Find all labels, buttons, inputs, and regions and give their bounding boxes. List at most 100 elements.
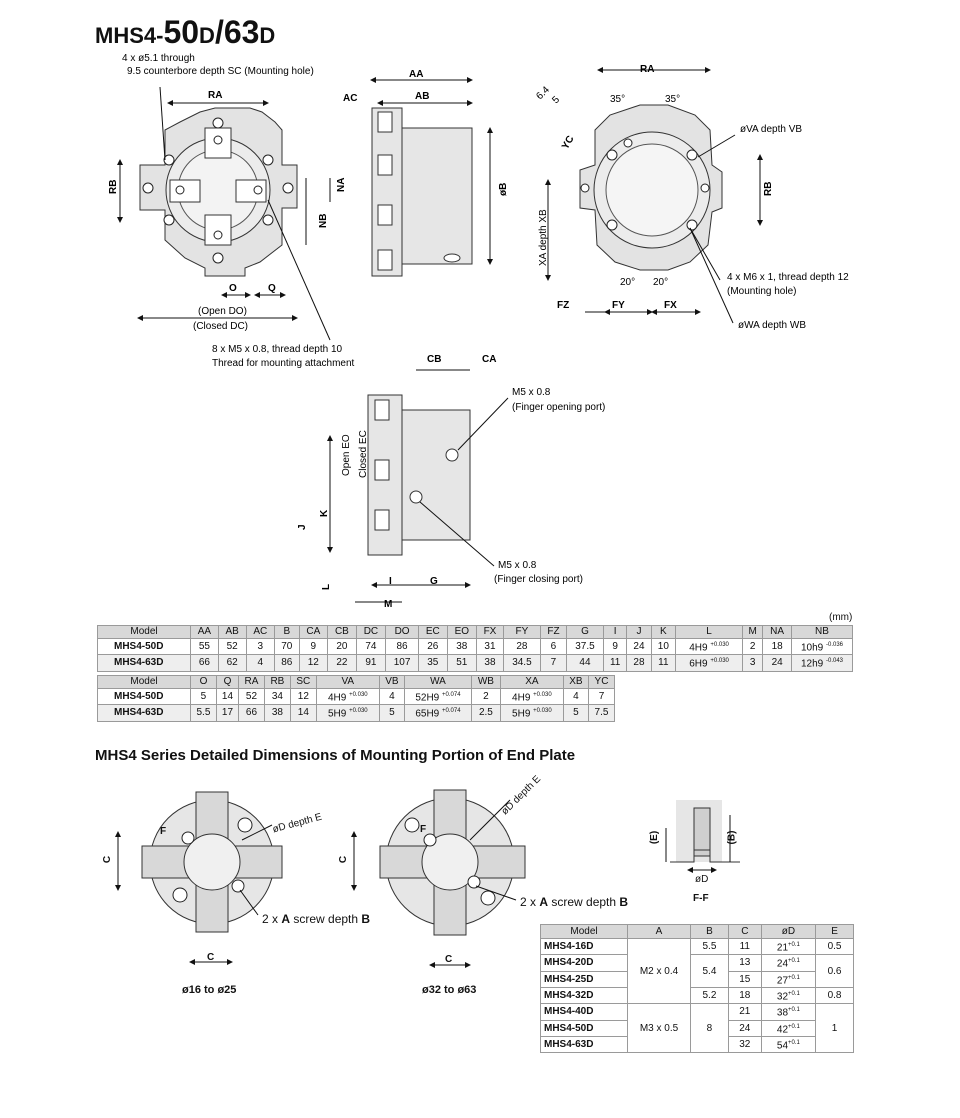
- technical-drawings-top: 4 x ø5.1 through 9.5 counterbore depth S…: [108, 53, 849, 610]
- table-cell: 12: [289, 687, 317, 706]
- large-plate-f-label: F: [420, 824, 427, 835]
- table-header-row: Model O Q RA RB SC VA VB WA WB XA XB YC: [97, 675, 615, 689]
- dimension-table-2: Model O Q RA RB SC VA VB WA WB XA XB YC …: [97, 675, 615, 722]
- small-plate-c-label: C: [102, 855, 114, 864]
- table-cell: 5H9 +0.030: [499, 704, 564, 722]
- col-header: RA: [238, 675, 265, 689]
- screw-prefix: 2 x: [520, 895, 540, 909]
- table-cell: 5.5: [690, 937, 729, 956]
- tolerance-base: 52H9: [415, 692, 440, 704]
- table-cell: 70: [274, 637, 300, 656]
- tolerance-upper: +0.030: [349, 708, 368, 715]
- table-cell: 0.5: [815, 937, 854, 956]
- rear-fx-label: FX: [664, 300, 677, 311]
- table-cell: 8: [690, 1003, 729, 1054]
- table-cell: 0.6: [815, 954, 854, 988]
- table-cell: 65H9 +0.074: [403, 704, 472, 722]
- table-cell: 4: [245, 654, 276, 672]
- port-close-callout-1: M5 x 0.8: [498, 560, 537, 571]
- section-title: MHS4 Series Detailed Dimensions of Mount…: [95, 747, 576, 764]
- table-cell: 5: [378, 704, 405, 722]
- rear-angle-20a: 20°: [620, 277, 635, 288]
- table-cell: MHS4-40D: [540, 1003, 628, 1021]
- table-row: MHS4-63D 66 62 4 86 12 22 91 107 35 51 3…: [97, 654, 853, 672]
- tolerance-base: 6H9: [689, 658, 708, 670]
- table-cell: M2 x 0.4: [627, 937, 691, 1005]
- table-cell: 66: [238, 704, 265, 722]
- end-plate-table: Model A B C øD E MHS4-16D M2 x 0.4 5.5 1…: [540, 924, 854, 1054]
- front-q-label: Q: [268, 283, 276, 294]
- table-cell: 4H9 +0.030: [675, 637, 744, 656]
- rear-view-drawing: [545, 67, 763, 324]
- front-hole-callout-1: 4 x ø5.1 through: [122, 53, 195, 64]
- large-plate-c-bottom: C: [445, 954, 453, 965]
- table-cell: 52: [238, 687, 265, 706]
- side-ab-label: AB: [415, 91, 429, 102]
- table-cell: 4H9 +0.030: [499, 687, 564, 706]
- tolerance-base: 4H9: [512, 692, 531, 704]
- d-tol: +0.1: [788, 958, 800, 965]
- rear-dim-5: 5: [550, 94, 562, 106]
- col-header: AC: [245, 625, 276, 639]
- table-cell: MHS4-63D: [540, 1035, 628, 1054]
- table-cell: 52H9 +0.074: [403, 687, 472, 706]
- rear-mount-callout-1: 4 x M6 x 1, thread depth 12: [727, 272, 849, 283]
- rear-angle-35a: 35°: [610, 94, 625, 105]
- table-cell: 32+0.1: [760, 986, 817, 1005]
- d-value: 21: [776, 942, 789, 954]
- tolerance-base: 12h9: [800, 658, 824, 670]
- table-cell: 5: [562, 704, 590, 722]
- tolerance-lower: -0.043: [826, 658, 844, 665]
- section-ff-label: F-F: [693, 893, 709, 904]
- small-plate-screw-label: 2 x A screw depth B: [262, 912, 370, 926]
- tolerance-upper: +0.030: [349, 692, 368, 698]
- table-row: MHS4-63D 5.5 17 66 38 14 5H9 +0.030 5 65…: [97, 704, 615, 722]
- table-cell: 5: [190, 687, 217, 706]
- port-close-callout-2: (Finger closing port): [494, 574, 583, 585]
- table-cell: 24: [762, 654, 792, 672]
- side-b-label: øB: [498, 183, 509, 196]
- table-cell: MHS4-16D: [540, 937, 628, 956]
- screw-b: B: [619, 895, 629, 909]
- col-header: Model: [97, 625, 191, 639]
- table-cell: 7: [539, 654, 567, 672]
- front-closed-dc: (Closed DC): [193, 321, 248, 332]
- d-value: 32: [776, 991, 789, 1003]
- small-end-plate-drawing: [115, 791, 283, 965]
- table-cell: 12h9 -0.043: [791, 654, 853, 672]
- table-cell: 55: [190, 637, 219, 656]
- table-cell: 34: [263, 687, 291, 706]
- section-od-label: øD: [695, 874, 709, 885]
- table-cell: MHS4-63D: [97, 654, 191, 672]
- col-header: FY: [502, 625, 541, 639]
- port-j-label: J: [297, 524, 308, 530]
- unit-label: (mm): [829, 612, 853, 623]
- large-plate-caption: ø32 to ø63: [422, 984, 477, 996]
- table-cell: 66: [190, 654, 219, 672]
- port-closed-ec: Closed EC: [358, 430, 369, 478]
- rear-mount-callout-2: (Mounting hole): [727, 286, 796, 297]
- end-plate-drawings: [115, 789, 740, 968]
- rear-fz-label: FZ: [557, 300, 569, 311]
- col-header: RB: [263, 675, 291, 689]
- port-open-callout-1: M5 x 0.8: [512, 387, 551, 398]
- table-cell: 28: [626, 654, 652, 672]
- table-cell: MHS4-50D: [540, 1019, 628, 1037]
- col-header: B: [690, 924, 729, 939]
- table-cell: 3: [245, 637, 276, 656]
- col-header: Model: [97, 675, 191, 689]
- front-o-label: O: [229, 283, 237, 294]
- front-ra-label: RA: [208, 90, 222, 101]
- table-cell: 62: [217, 654, 247, 672]
- table-cell: 51: [446, 654, 478, 672]
- col-header: Q: [215, 675, 240, 689]
- table-cell: MHS4-50D: [97, 637, 191, 656]
- table-cell: 44: [565, 654, 605, 672]
- table-cell: 3: [742, 654, 764, 672]
- table-cell: 91: [355, 654, 387, 672]
- tolerance-upper: +0.030: [710, 658, 729, 665]
- tolerance-base: 4H9: [689, 642, 708, 654]
- table-cell: 9: [298, 637, 329, 656]
- table-cell: 42+0.1: [760, 1019, 817, 1037]
- table-cell: 27+0.1: [760, 970, 817, 988]
